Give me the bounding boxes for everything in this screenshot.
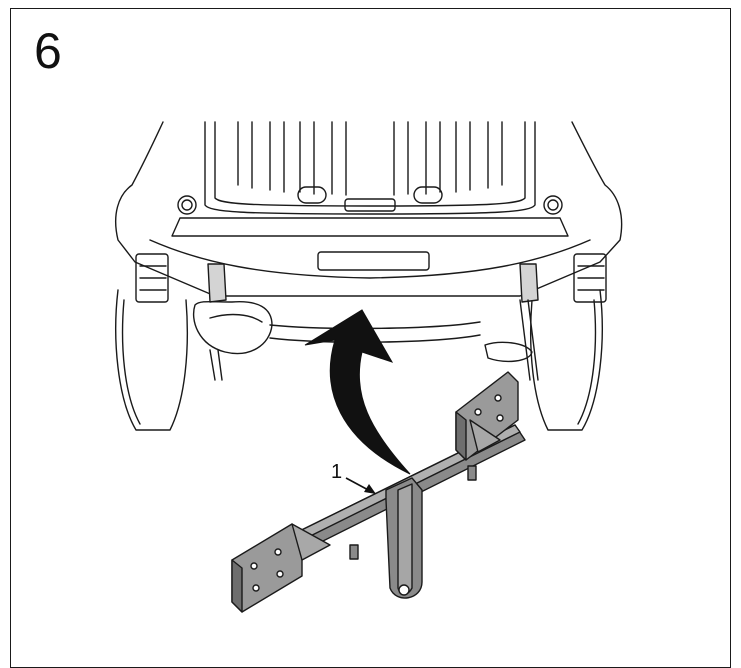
install-direction-arrow bbox=[304, 309, 411, 475]
vehicle-rear bbox=[114, 121, 623, 431]
callout-label-1: 1 bbox=[331, 461, 343, 483]
tow-bar-crossmember bbox=[231, 371, 526, 613]
assembly-illustration bbox=[114, 121, 623, 613]
cargo-ribs bbox=[237, 121, 503, 196]
callout-leader bbox=[345, 477, 376, 494]
step-number: 6 bbox=[34, 23, 62, 79]
